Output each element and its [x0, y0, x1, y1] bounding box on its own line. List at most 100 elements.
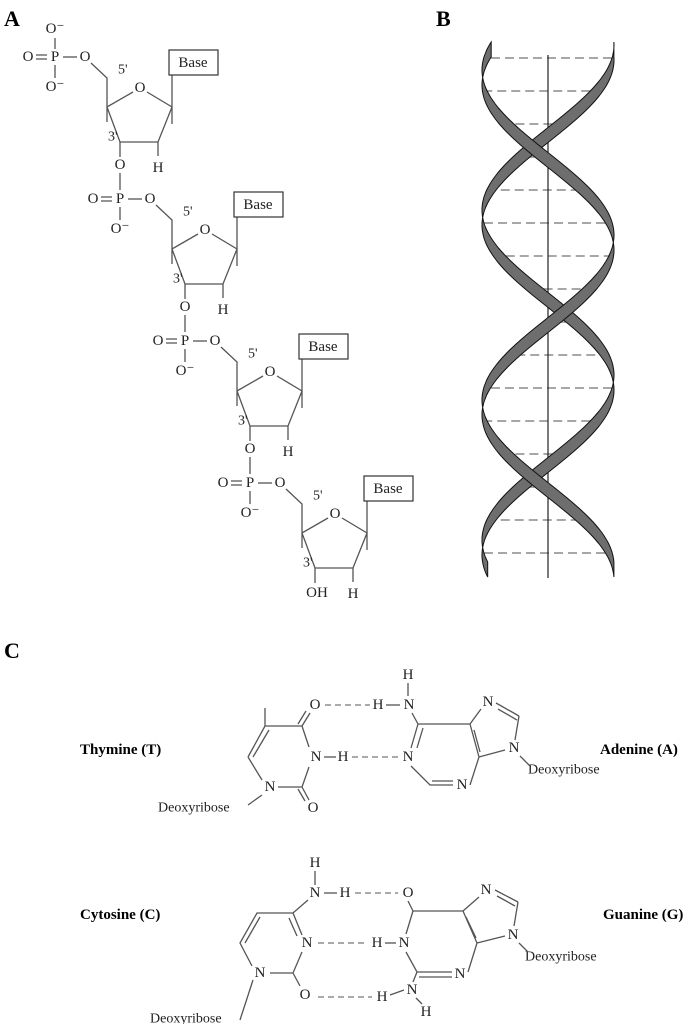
- hydrogen-atom: H: [348, 586, 359, 602]
- bond: [285, 488, 368, 582]
- panel-label-c: C: [4, 638, 20, 663]
- ring-oxygen: O: [330, 506, 341, 522]
- thymine-adenine-pair: Thymine (T) Adenine (A) O N H N O Deoxyr…: [80, 667, 678, 816]
- thymine-structure: O N H N O Deoxyribose: [158, 697, 349, 816]
- atom-o: O: [300, 987, 311, 1003]
- helix-strand-1: [481, 41, 615, 578]
- phosphorus-atom: P: [246, 475, 254, 491]
- atom-n: N: [509, 740, 520, 756]
- atom-n: N: [302, 935, 313, 951]
- atom-n: N: [404, 697, 415, 713]
- phosphate-oxygen: O⁻: [241, 505, 260, 521]
- atom-o: O: [403, 885, 414, 901]
- atom-n: N: [311, 749, 322, 765]
- hydroxyl-group: OH: [306, 585, 328, 601]
- helix-strand-2: [481, 40, 615, 578]
- atom-h: H: [372, 935, 383, 951]
- cytosine-guanine-pair: Cytosine (C) Guanine (G) H N H N N O Deo…: [80, 855, 683, 1024]
- base-box: [233, 191, 284, 218]
- bond: [166, 338, 177, 344]
- atom-o: O: [310, 697, 321, 713]
- bond: [220, 346, 303, 440]
- deoxyribose-label: Deoxyribose: [528, 763, 600, 778]
- five-prime-label: 5': [248, 347, 258, 362]
- phosphate-oxygen: O: [23, 49, 34, 65]
- panel-label-b: B: [436, 6, 451, 31]
- ester-oxygen: O: [275, 475, 286, 491]
- atom-h: H: [338, 749, 349, 765]
- atom-n: N: [407, 982, 418, 998]
- phosphate-oxygen: O: [218, 475, 229, 491]
- base-label: Base: [373, 481, 403, 497]
- bond: [231, 480, 242, 486]
- five-prime-label: 5': [118, 63, 128, 78]
- ring-oxygen: O: [135, 80, 146, 96]
- ester-oxygen: O: [80, 49, 91, 65]
- atom-h: H: [403, 667, 414, 683]
- atom-h: H: [421, 1004, 432, 1020]
- adenine-structure: H H N N N N N Deoxyribose: [373, 667, 600, 793]
- atom-h: H: [340, 885, 351, 901]
- phosphate-oxygen: O⁻: [46, 79, 65, 95]
- phosphate-oxygen: O⁻: [46, 21, 65, 37]
- atom-n: N: [455, 966, 466, 982]
- atom-n: N: [399, 935, 410, 951]
- atom-o: O: [308, 800, 319, 816]
- base-label: Base: [243, 197, 273, 213]
- base-box: [298, 333, 349, 360]
- bond: [90, 62, 173, 156]
- guanine-structure: O H N N N N Deoxyribose H N H: [372, 882, 597, 1020]
- thymine-label: Thymine (T): [80, 742, 161, 758]
- three-prime-label: 3': [108, 130, 118, 145]
- deoxyribose-label: Deoxyribose: [525, 950, 597, 965]
- atom-h: H: [377, 989, 388, 1005]
- phosphate-oxygen: O⁻: [111, 221, 130, 237]
- phosphorus-atom: P: [116, 191, 124, 207]
- base-label: Base: [308, 339, 338, 355]
- phosphate-oxygen: O: [153, 333, 164, 349]
- atom-n: N: [457, 777, 468, 793]
- adenine-label: Adenine (A): [600, 742, 678, 758]
- atom-n: N: [310, 885, 321, 901]
- bond: [101, 196, 112, 202]
- atom-h: H: [373, 697, 384, 713]
- three-prime-label: 3': [303, 556, 313, 571]
- atom-n: N: [255, 965, 266, 981]
- panel-label-a: A: [4, 6, 20, 31]
- cytosine-structure: H N H N N O Deoxyribose: [150, 855, 351, 1024]
- hydrogen-atom: H: [218, 302, 229, 318]
- deoxyribose-label: Deoxyribose: [150, 1012, 222, 1024]
- hydrogen-atom: H: [153, 160, 164, 176]
- double-helix: [481, 40, 615, 578]
- phosphate-oxygen: O: [88, 191, 99, 207]
- bridging-oxygen: O: [180, 299, 191, 315]
- base-box: [168, 49, 219, 76]
- atom-n: N: [481, 882, 492, 898]
- atom-n: N: [508, 927, 519, 943]
- atom-n: N: [483, 694, 494, 710]
- ring-oxygen: O: [200, 222, 211, 238]
- atom-n: N: [265, 779, 276, 795]
- phosphorus-atom: P: [51, 49, 59, 65]
- bridging-oxygen: O: [115, 157, 126, 173]
- phosphate-oxygen: O⁻: [176, 363, 195, 379]
- five-prime-label: 5': [183, 205, 193, 220]
- ester-oxygen: O: [145, 191, 156, 207]
- bond: [155, 204, 238, 298]
- atom-n: N: [403, 749, 414, 765]
- phosphorus-atom: P: [181, 333, 189, 349]
- three-prime-label: 3': [173, 272, 183, 287]
- base-box: [363, 475, 414, 502]
- bond: [36, 54, 47, 60]
- ester-oxygen: O: [210, 333, 221, 349]
- guanine-label: Guanine (G): [603, 907, 683, 923]
- bridging-oxygen: O: [245, 441, 256, 457]
- base-label: Base: [178, 55, 208, 71]
- deoxyribose-label: Deoxyribose: [158, 801, 230, 816]
